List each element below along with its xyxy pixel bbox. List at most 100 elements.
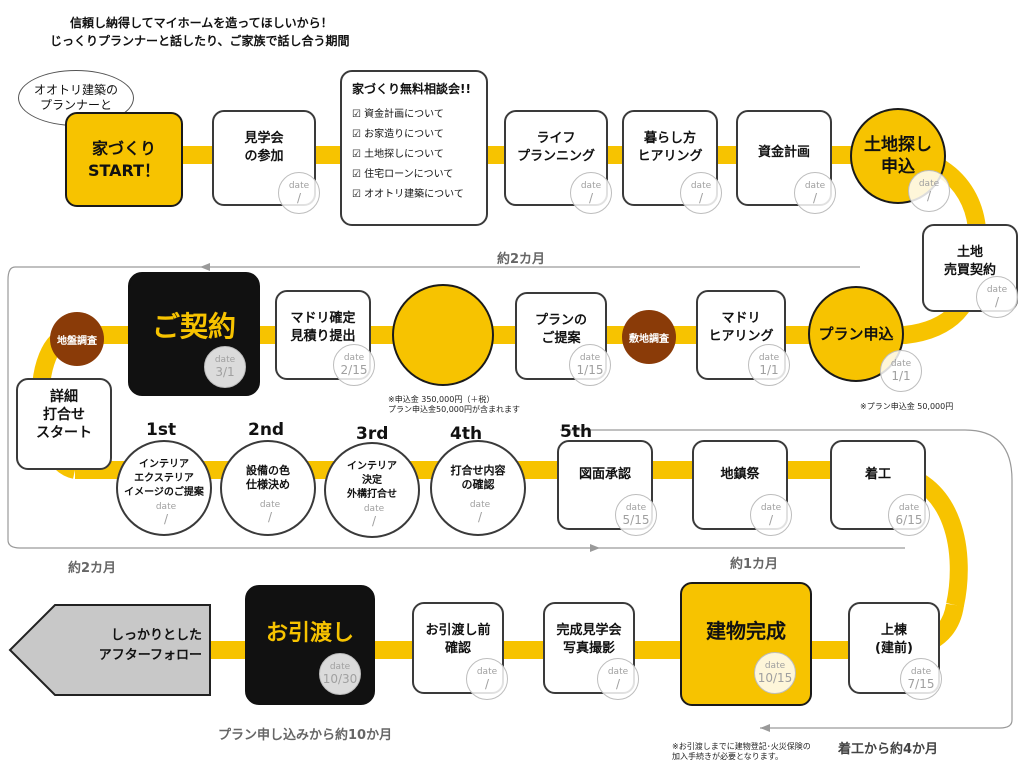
ground-ceremony-date: date/ [750,494,792,536]
detail-start-box[interactable]: 詳細 打合せ スタート [16,378,112,470]
consult-item: ☑ 住宅ローンについて [352,169,454,180]
inspection-date: date/ [597,658,639,700]
ground-ceremony-box[interactable]: 地鎮祭 date/ [692,440,792,536]
interior-circle[interactable]: インテリア エクステリア イメージのご提案 date/ [116,440,212,536]
header-line2: じっくりプランナーと話したり、ご家族で話し合う期間 [50,34,350,48]
hearing-label: 暮らし方 ヒアリング [637,131,703,164]
ground-ceremony-label: 地鎮祭 [720,467,760,482]
inspection-box[interactable]: 完成見学会 写真撮影 date/ [543,602,639,700]
plan-apply-note: ※プラン申込金 50,000円 [860,402,954,411]
step-4th: 4th [450,424,483,444]
meeting-confirm-date: date/ [469,500,491,524]
duration-construction: 着工から約4か月 [838,742,939,757]
consult-item: ☑ 資金計画について [352,109,444,120]
duration-row1: 約2カ月 [497,252,546,267]
meeting-confirm-label: 打合せ内容 の確認 [450,464,506,491]
step-3rd: 3rd [356,424,389,444]
pre-handover-date: date/ [466,658,508,700]
lifeplan-box[interactable]: ライフ プランニング date/ [504,110,612,214]
equipment-circle[interactable]: 設備の色 仕様決め date/ [220,440,316,536]
design-apply-circle[interactable] [392,284,494,386]
header-line1: 信頼し納得してマイホームを造ってほしいから！ [70,16,333,30]
meeting-confirm-circle[interactable]: 打合せ内容 の確認 date/ [430,440,526,536]
hearing-box[interactable]: 暮らし方 ヒアリング date/ [622,110,722,214]
pre-handover-box[interactable]: お引渡し前 確認 date/ [412,602,508,700]
design-apply-note: ※申込金 350,000円（＋税） プラン申込金50,000円が含まれます [388,395,520,414]
interior-decide-circle[interactable]: インテリア 決定 外構打合せ date/ [324,442,420,538]
completion-label: 建物完成 [706,618,786,643]
madori-confirm-label: マドリ確定 見積り提出 [290,311,356,344]
land-search-date: date/ [908,170,950,212]
duration-row3-right: 約1カ月 [730,557,779,572]
consult-item: ☑ オオトリ建築について [352,189,464,200]
planner-bubble-text: オオトリ建築の プランナーと [33,83,118,112]
arrow-row2 [590,544,600,552]
land-contract-box[interactable]: 土地 売買契約 date/ [922,224,1018,318]
plan-proposal-label: プランの ご提案 [534,313,587,346]
footer-note: ※お引渡しまでに建物登記･火災保険の 加入手続きが必要となります。 [672,742,811,761]
detail-start-label: 詳細 打合せ スタート [36,389,92,441]
funds-label: 資金計画 [757,145,810,160]
step-1st: 1st [146,420,177,440]
consult-box[interactable]: 家づくり無料相談会!! ☑ 資金計画について ☑ お家造りについて ☑ 土地探し… [340,70,488,226]
land-search-label: 土地探し 申込 [864,135,932,177]
funds-box[interactable]: 資金計画 date/ [736,110,836,214]
bracket-row2 [560,429,1013,729]
funds-date: date/ [794,172,836,214]
plan-apply-label: プラン申込 [818,325,894,343]
drawing-approval-label: 図面承認 [578,467,631,482]
arrow-row3 [760,724,770,732]
duration-total: プラン申し込みから約10か月 [218,728,393,743]
handover-label: お引渡し [265,621,354,646]
consult-title: 家づくり無料相談会!! [352,82,471,96]
consult-item: ☑ お家造りについて [352,129,444,140]
lifeplan-date: date/ [570,172,612,214]
visit-date: date/ [278,172,320,214]
inspection-label: 完成見学会 写真撮影 [556,623,622,656]
lifeplan-label: ライフ プランニング [516,131,595,164]
arrow-row1 [200,263,210,271]
construction-start-label: 着工 [864,467,891,482]
interior-label: インテリア エクステリア イメージのご提案 [124,459,204,498]
interior-decide-label: インテリア 決定 外構打合せ [347,461,397,500]
bracket-row1 [7,266,860,549]
framing-label: 上棟 (建前) [875,623,913,656]
contract-label: ご契約 [151,310,236,343]
step-5th: 5th [560,422,593,442]
madori-hearing-label: マドリ ヒアリング [708,311,774,344]
visit-label: 見学会 の参加 [244,131,284,164]
interior-decide-date: date/ [363,504,385,528]
interior-date: date/ [155,502,177,526]
hearing-date: date/ [680,172,722,214]
start-box[interactable]: 家づくり START！ [65,112,183,207]
consult-item: ☑ 土地探しについて [352,149,444,160]
duration-row3-left: 約2カ月 [68,561,117,576]
equipment-label: 設備の色 仕様決め [246,464,290,491]
ground-survey-badge: 地盤調査 [50,312,104,366]
equipment-date: date/ [259,500,281,524]
land-search-circle[interactable]: 土地探し 申込 date/ [850,108,950,212]
aftercare-label: しっかりとした アフターフォロー [98,628,202,663]
visit-box[interactable]: 見学会 の参加 date/ [212,110,320,214]
consult-list: ☑ 資金計画について ☑ お家造りについて ☑ 土地探しについて ☑ 住宅ローン… [352,105,464,205]
